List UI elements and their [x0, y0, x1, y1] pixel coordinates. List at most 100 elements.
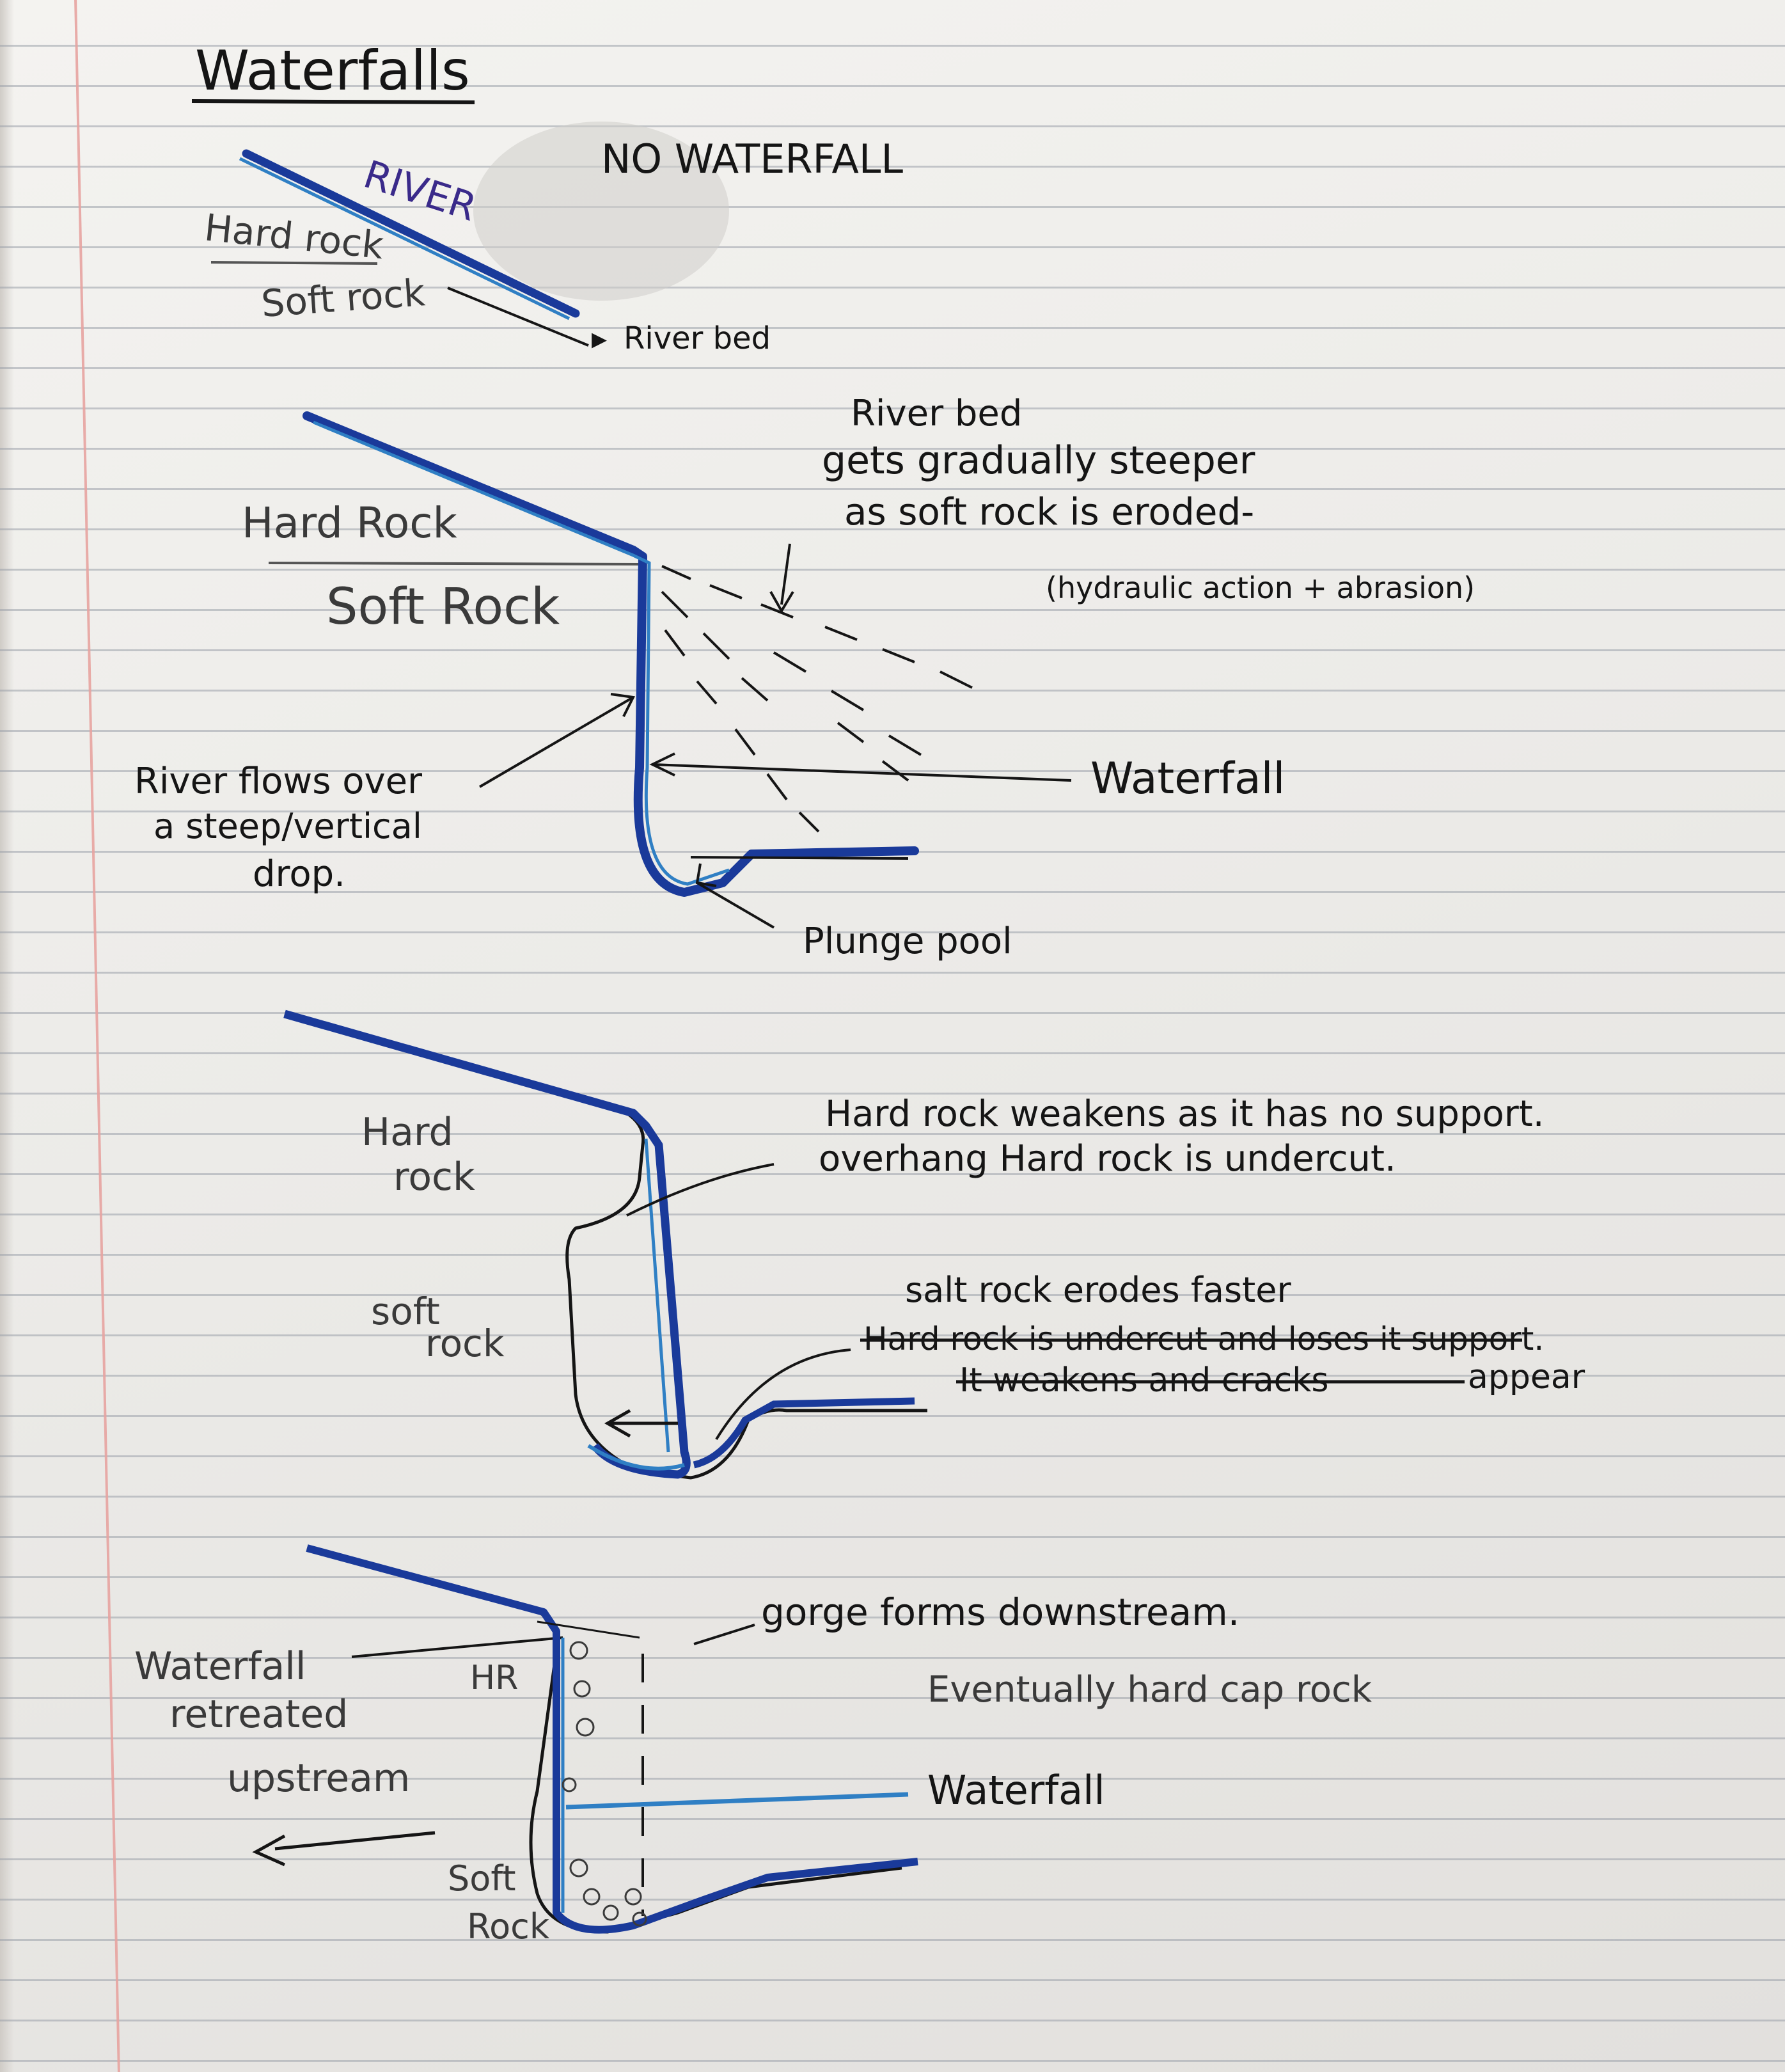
river-profile-line: [303, 411, 919, 897]
soft-rock-label: Soft rock: [260, 271, 427, 326]
river-profile-line: [283, 1009, 691, 1479]
weakens-note: Hard rock weakens as it has no support.: [825, 1093, 1545, 1135]
plunge-pool-arrow-icon: [695, 863, 717, 887]
ruled-line: [0, 690, 1785, 692]
river-bed-line: [447, 287, 589, 347]
ruled-line: [0, 528, 1785, 530]
soft-rock-label-1: soft: [371, 1290, 440, 1333]
flow-note-line-3: drop.: [253, 853, 345, 895]
hard-rock-label-1: Hard: [361, 1110, 453, 1155]
soft-rock-pointer-line: [715, 1348, 851, 1441]
plunge-pool-arrow-line: [696, 882, 775, 929]
undercut-arrow-icon: [604, 1409, 631, 1438]
ruled-line: [0, 85, 1785, 87]
gorge-note: gorge forms downstream.: [761, 1590, 1239, 1634]
river-profile-highlight: [644, 1138, 670, 1453]
river-outflow-line: [693, 1397, 915, 1469]
ruled-line: [0, 1576, 1785, 1578]
ruled-line: [0, 1737, 1785, 1739]
ruled-line: [0, 1939, 1785, 1941]
eventually-note: Eventually hard cap rock: [927, 1669, 1372, 1711]
ruled-line: [0, 891, 1785, 893]
ruled-line: [0, 1294, 1785, 1296]
ruled-line: [0, 1899, 1785, 1901]
waterfall-arrow-line: [652, 763, 1072, 782]
rock-profile-line: [284, 1012, 927, 1480]
upstream-arrow-line: [274, 1831, 436, 1851]
ruled-line: [0, 2020, 1785, 2021]
soft-rock-erodes-note: salt rock erodes faster: [905, 1270, 1291, 1310]
ruled-line: [0, 407, 1785, 409]
ruled-line: [0, 1858, 1785, 1860]
stage-3-undercut: Hard rock soft rock Hard rock weakens as…: [283, 1009, 1585, 1480]
rock-debris: [562, 1641, 647, 1927]
stage-2-waterfall: Hard Rock Soft Rock River bed gets gradu…: [134, 393, 1475, 962]
waterfall-label: Waterfall: [927, 1767, 1105, 1814]
plunge-pool-water: [587, 1444, 685, 1471]
rock-boundary-line: [210, 261, 378, 265]
retreat-label-2: retreated: [169, 1692, 348, 1737]
ruled-line: [0, 972, 1785, 974]
ruled-line: [0, 569, 1785, 571]
ruled-line: [0, 1455, 1785, 1457]
title-underline: [191, 99, 475, 104]
pencil-smudge: [473, 122, 729, 301]
ruled-line: [0, 1093, 1785, 1095]
flow-note-line-1: River flows over: [134, 761, 423, 802]
steeper-note-line-1: River bed: [851, 393, 1022, 434]
ruled-line: [0, 448, 1785, 450]
ruled-line: [0, 1375, 1785, 1377]
ruled-line: [0, 770, 1785, 772]
ruled-line: [0, 1496, 1785, 1498]
ruled-line: [0, 488, 1785, 490]
gorge-pointer-line: [693, 1624, 755, 1645]
ruled-line: [0, 327, 1785, 329]
ruled-line: [0, 1818, 1785, 1820]
river-bed-arrow-icon: ▸: [592, 320, 607, 356]
rock-boundary-line: [268, 562, 640, 565]
river-profile-line: [306, 1544, 918, 1934]
waterfall-arrow-icon: [649, 752, 675, 777]
ruled-line: [0, 287, 1785, 289]
overhang-note: overhang Hard rock is undercut.: [819, 1138, 1396, 1180]
ruled-line: [0, 1052, 1785, 1054]
retreat-pointer-line: [351, 1636, 563, 1658]
former-edge-line: [537, 1620, 640, 1639]
page-edge-shadow: [0, 0, 14, 2072]
ruled-line: [0, 1133, 1785, 1135]
ruled-line: [0, 246, 1785, 248]
no-waterfall-heading: NO WATERFALL: [601, 136, 903, 182]
ruled-line: [0, 1254, 1785, 1256]
hr-label: HR: [470, 1659, 518, 1697]
ruled-line: [0, 931, 1785, 933]
ruled-line: [0, 1214, 1785, 1215]
appear-note: appear: [1468, 1358, 1585, 1396]
steeper-arrow-icon: [769, 590, 794, 613]
soft-rock-label-2: Rock: [467, 1906, 550, 1947]
hard-rock-label-2: rock: [393, 1155, 475, 1199]
ruled-line: [0, 206, 1785, 208]
steeper-note-line-2: gets gradually steeper: [822, 438, 1255, 483]
ruled-line: [0, 1657, 1785, 1659]
steeper-arrow-line: [780, 543, 791, 605]
ruled-line: [0, 367, 1785, 369]
soft-rock-label: Soft Rock: [326, 578, 560, 636]
ruled-line: [0, 609, 1785, 611]
ruled-line: [0, 1617, 1785, 1618]
ruled-line: [0, 1415, 1785, 1417]
ruled-line: [0, 649, 1785, 651]
upstream-arrow-icon: [252, 1834, 286, 1867]
retreat-label-1: Waterfall: [134, 1644, 306, 1689]
ruled-line: [0, 1697, 1785, 1699]
ruled-line: [0, 1334, 1785, 1336]
ruled-line: [0, 166, 1785, 168]
page-title: Waterfalls: [195, 39, 470, 103]
ruled-line: [0, 2060, 1785, 2062]
river-line: [242, 149, 580, 318]
plunge-pool-label: Plunge pool: [803, 921, 1012, 962]
plunge-pool-outline: [690, 856, 909, 860]
flow-arrow-line: [478, 696, 634, 788]
ruled-line: [0, 811, 1785, 812]
soft-rock-label-1: Soft: [448, 1858, 516, 1899]
